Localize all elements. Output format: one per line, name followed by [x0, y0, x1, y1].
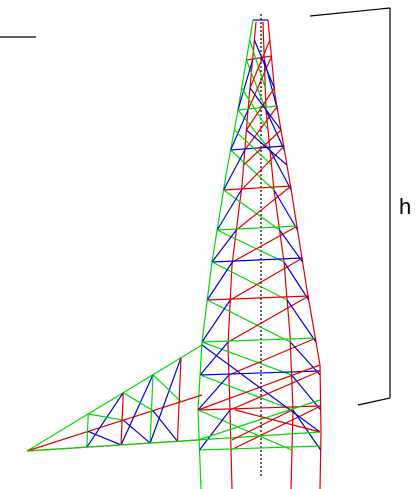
diagonal-blue-7: [199, 341, 229, 376]
diagonal-red-1: [244, 105, 279, 151]
diagonal-blue-right-8: [291, 374, 322, 411]
diagonal-red-5: [229, 257, 303, 301]
panel-horizontal-9: [197, 405, 321, 411]
diagonal-red-7: [228, 337, 317, 376]
diagonal-green-7: [201, 341, 292, 376]
arm-vertical-1: [120, 392, 124, 445]
diagonal-blue-right-1: [265, 109, 285, 151]
diagonal-blue-right-7: [289, 341, 321, 376]
panel-horizontal-1: [237, 105, 278, 111]
diagonal-red-0: [247, 55, 273, 111]
arm-diagonal-blue-1: [120, 374, 154, 446]
diagonal-blue-right-5: [283, 261, 310, 301]
spire-brace-green-0: [249, 39, 266, 89]
arm-diagonal-green-1: [122, 392, 154, 412]
diagonal-green-3: [223, 189, 280, 231]
panel-horizontal-8: [200, 370, 321, 376]
arm-vertical-2: [149, 374, 154, 444]
diagonal-green-1: [237, 109, 271, 151]
spire-brace-red-1: [245, 87, 275, 131]
panel-horizontal-5: [211, 257, 303, 263]
diagonal-red-3: [235, 185, 292, 231]
spire-brace-green-1: [241, 87, 269, 131]
spire-brace-blue-0: [253, 39, 275, 89]
diagonal-green-9: [197, 409, 293, 451]
diagonal-blue-right-6: [286, 299, 317, 343]
diagonal-blue-3: [216, 189, 242, 231]
panel-horizontal-3: [223, 185, 292, 191]
dimension-bottom-leader: [357, 397, 391, 406]
height-dimension-label: h: [399, 194, 412, 219]
diagonal-blue-0: [237, 59, 254, 111]
tower-lower-cross-blue: [201, 344, 321, 433]
arm-diagonal-blue-low-0: [88, 430, 122, 446]
diagonal-green-6: [206, 299, 291, 343]
diagonal-blue-9: [199, 409, 231, 451]
tower-leg-right: [267, 19, 322, 489]
arm-vertical-3: [176, 357, 182, 442]
diagonal-red-2: [240, 145, 285, 191]
arm-bottom-long-chord: [26, 431, 321, 452]
diagonal-blue-right-4: [279, 229, 304, 263]
tower-lower-cross-green: [197, 399, 321, 441]
diagonal-blue-2: [223, 149, 246, 191]
panel-horizontal-6: [207, 295, 309, 301]
diagonal-green-5: [211, 261, 288, 301]
arm-mid-chord: [26, 394, 203, 452]
diagonal-red-6: [227, 295, 310, 343]
diagonal-blue-5: [206, 261, 233, 301]
spire-brace-blue-2: [246, 129, 288, 166]
panel-horizontal-0: [246, 55, 272, 61]
arm-diagonal-blue-low-2: [152, 410, 178, 442]
tower-lower-inner-red-2: [234, 409, 321, 433]
spire-brace-red-2: [243, 129, 282, 166]
arm-diagonal-blue-2: [149, 357, 182, 444]
arm-diagonal-blue-0: [86, 392, 124, 448]
arm-diagonal-green-0: [88, 413, 124, 421]
panel-horizontal-2: [230, 145, 285, 151]
diagonal-blue-8: [197, 374, 230, 411]
diagonal-blue-1: [230, 109, 249, 151]
panel-horizontal-4: [217, 225, 298, 231]
diagonal-green-2: [230, 149, 275, 191]
diagonal-red-9: [230, 405, 321, 451]
tower-lower-inner-red: [231, 409, 293, 441]
arm-diagonal-blue-low-1: [122, 419, 151, 444]
spire-brace-blue-1: [249, 87, 282, 131]
arm-top-chord: [26, 344, 203, 452]
diagonal-green-4: [216, 229, 285, 263]
spire-brace-red-0: [249, 39, 271, 89]
tower-leg-inner-left: [227, 21, 257, 489]
diagonal-blue-4: [211, 229, 237, 263]
diagonal-blue-6: [201, 299, 231, 343]
dimension-top-leader: [309, 7, 391, 17]
panel-horizontal-7: [201, 337, 317, 343]
diagonal-blue-right-9: [292, 409, 322, 451]
spire-brace-green-2: [233, 129, 272, 166]
diagonal-blue-right-3: [273, 189, 299, 231]
diagonal-blue-right-2: [269, 149, 292, 191]
diagonal-red-4: [232, 225, 298, 263]
panel-horizontal-10: [199, 445, 321, 451]
diagonal-red-8: [229, 370, 321, 411]
arm-diagonal-green-2: [152, 374, 182, 403]
arm-vertical-0: [86, 413, 89, 448]
